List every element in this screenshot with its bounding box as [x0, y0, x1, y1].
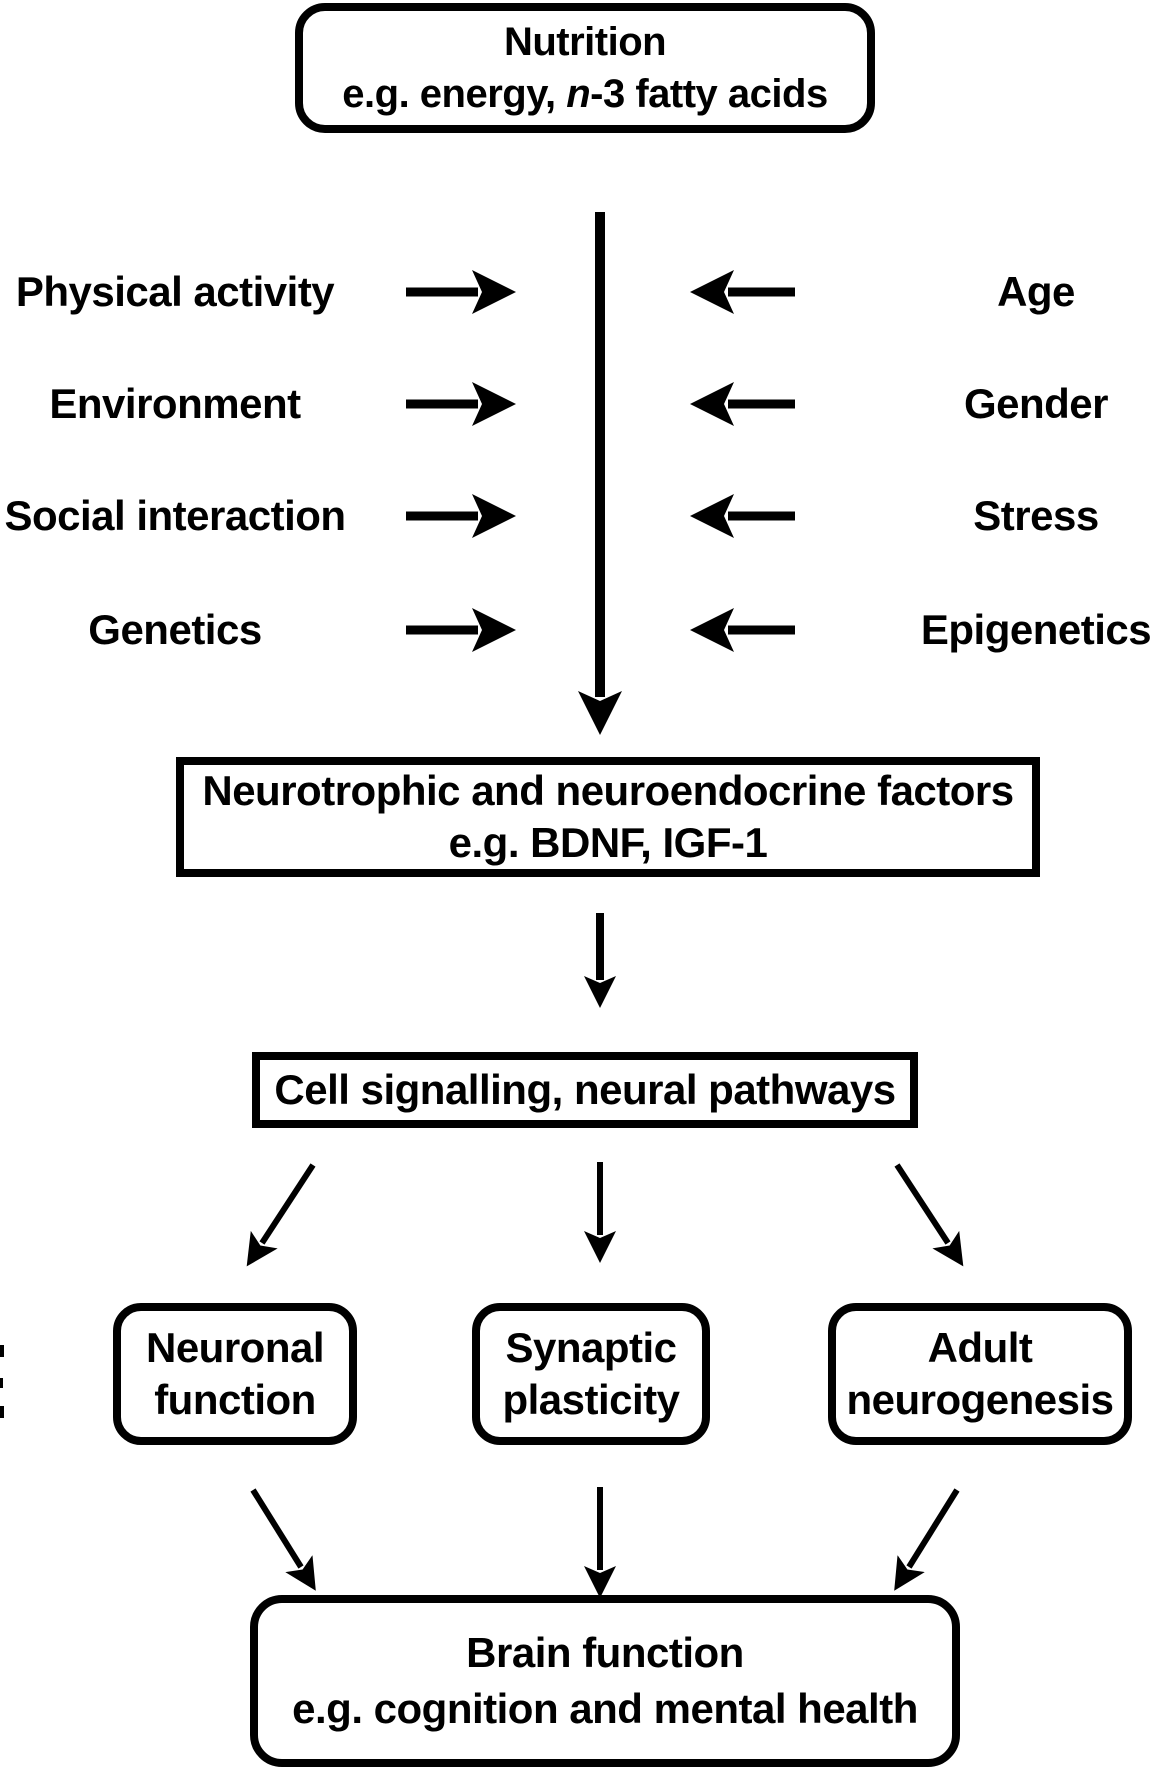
brain-function-line2: e.g. cognition and mental health	[292, 1685, 918, 1732]
neurotrophic-line1: Neurotrophic and neuroendocrine factors	[202, 767, 1014, 814]
label-stress: Stress	[973, 492, 1099, 539]
neurotrophic-box: Neurotrophic and neuroendocrine factors …	[176, 757, 1040, 877]
nutrition-subtitle: e.g. energy, n-3 fatty acids	[342, 68, 828, 120]
nutrition-subtitle-post: -3 fatty acids	[590, 72, 828, 116]
synaptic-plasticity-line2: plasticity	[502, 1376, 680, 1423]
cell-signalling-line1: Cell signalling, neural pathways	[274, 1066, 896, 1113]
left-edge-artifact	[0, 1406, 4, 1418]
arrow-adult-to-brain	[894, 1488, 960, 1591]
neuronal-function-box: Neuronal function	[113, 1303, 357, 1445]
nutrition-subtitle-pre: e.g. energy,	[342, 72, 567, 116]
arrow-cell-to-adult	[894, 1163, 964, 1267]
italic-n: n	[566, 72, 591, 116]
neuronal-function-line2: function	[154, 1376, 316, 1423]
label-physical-activity: Physical activity	[15, 268, 335, 315]
synaptic-plasticity-box: Synaptic plasticity	[472, 1303, 710, 1445]
neuronal-function-line1: Neuronal	[145, 1324, 325, 1371]
label-age: Age	[997, 268, 1075, 315]
label-epigenetics: Epigenetics	[920, 606, 1152, 653]
left-edge-artifact	[0, 1345, 4, 1357]
arrow-cell-to-neuronal	[246, 1163, 316, 1267]
arrow-neuronal-to-brain	[250, 1488, 316, 1591]
neurotrophic-line2: e.g. BDNF, IGF-1	[448, 819, 768, 866]
label-gender: Gender	[963, 380, 1109, 427]
nutrition-title: Nutrition	[503, 20, 667, 64]
synaptic-plasticity-line1: Synaptic	[505, 1324, 677, 1371]
cell-signalling-box: Cell signalling, neural pathways	[252, 1052, 918, 1128]
adult-neurogenesis-line1: Adult	[927, 1324, 1033, 1371]
nutrition-box: Nutrition e.g. energy, n-3 fatty acids	[295, 3, 875, 133]
adult-neurogenesis-line2: neurogenesis	[846, 1376, 1114, 1423]
label-social-interaction: Social interaction	[4, 492, 346, 539]
label-environment: Environment	[49, 380, 301, 427]
label-genetics: Genetics	[88, 606, 262, 653]
left-edge-artifact	[0, 1378, 3, 1388]
brain-function-line1: Brain function	[466, 1629, 744, 1676]
brain-function-box: Brain function e.g. cognition and mental…	[250, 1595, 960, 1767]
adult-neurogenesis-box: Adult neurogenesis	[828, 1303, 1132, 1445]
